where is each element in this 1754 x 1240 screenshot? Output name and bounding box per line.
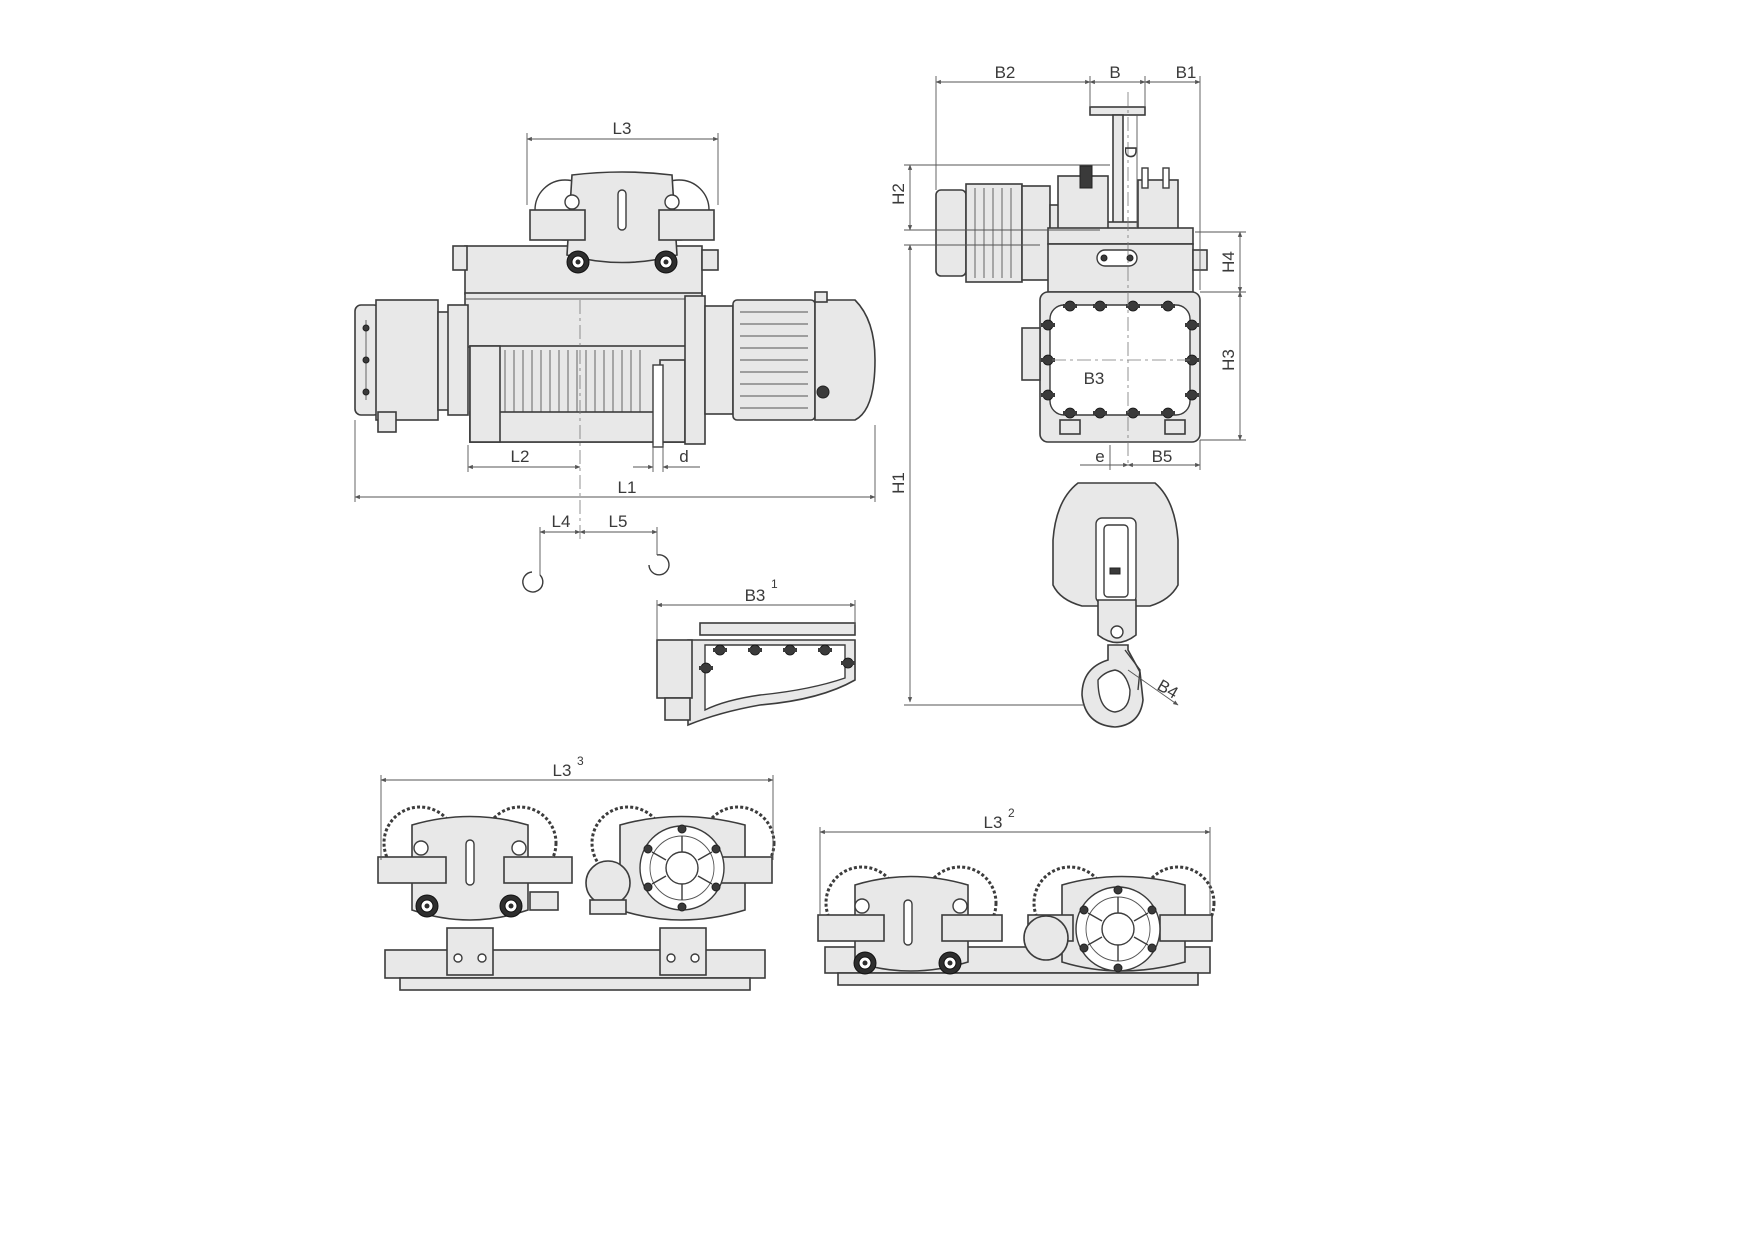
dim-B: B: [1109, 63, 1120, 82]
dim-L2: L2: [511, 447, 530, 466]
dim-B4: B4: [1154, 676, 1182, 703]
dim-B3: B3: [1084, 369, 1105, 388]
dim-L3: L3: [613, 119, 632, 138]
dim-L3-3: L3: [553, 761, 572, 780]
variant-l3-2-view: L3 2: [817, 806, 1216, 986]
variant-b3-1-view: B3 1: [656, 577, 856, 727]
front-view: B2 B B1 D H2 H4 H3 B3 H1 e B5 B4: [889, 63, 1246, 728]
dim-L3-3-superscript: 3: [577, 754, 584, 768]
dim-B3-1-superscript: 1: [771, 577, 778, 591]
dim-B5: B5: [1152, 447, 1173, 466]
dim-B1: B1: [1176, 63, 1197, 82]
dim-L1: L1: [618, 478, 637, 497]
dim-H2: H2: [889, 183, 908, 205]
dim-L3-2: L3: [984, 813, 1003, 832]
dim-e: e: [1095, 447, 1104, 466]
dim-B2: B2: [995, 63, 1016, 82]
dim-B3-1: B3: [745, 586, 766, 605]
dim-L4: L4: [552, 512, 571, 531]
dim-d: d: [679, 447, 688, 466]
dim-L3-2-superscript: 2: [1008, 806, 1015, 820]
variant-l3-3-view: L3 3: [377, 754, 776, 991]
side-view: L3 L2 d L1 L4 L5: [354, 119, 876, 593]
dim-D: D: [1121, 146, 1140, 158]
dim-H3: H3: [1219, 349, 1238, 371]
dim-H4: H4: [1219, 251, 1238, 273]
dim-L5: L5: [609, 512, 628, 531]
dim-H1: H1: [889, 472, 908, 494]
